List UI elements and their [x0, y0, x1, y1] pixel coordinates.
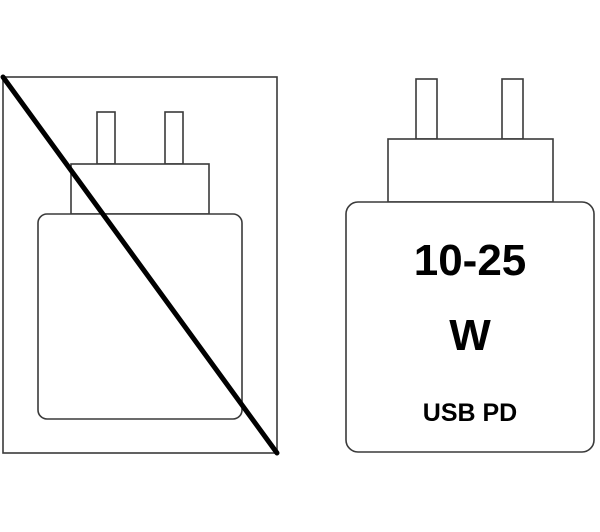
left-plug-neck — [70, 163, 210, 215]
crossed-out-charger-icon — [0, 74, 280, 456]
charger-power-label: 10-25 — [414, 236, 527, 285]
strike-line — [0, 74, 280, 456]
prohibited-frame — [2, 76, 278, 454]
right-plug-neck — [387, 138, 554, 203]
usb-pd-charger-icon: 10-25 W USB PD — [345, 78, 595, 453]
charger-standard-label: USB PD — [423, 399, 517, 427]
right-plug-prong-right — [501, 78, 524, 140]
charger-unit-label: W — [449, 311, 491, 360]
right-plug-prong-left — [415, 78, 438, 140]
left-plug-prong-right — [164, 111, 184, 165]
right-charger-body — [345, 201, 595, 453]
left-plug-prong-left — [96, 111, 116, 165]
left-charger-body — [37, 213, 243, 420]
